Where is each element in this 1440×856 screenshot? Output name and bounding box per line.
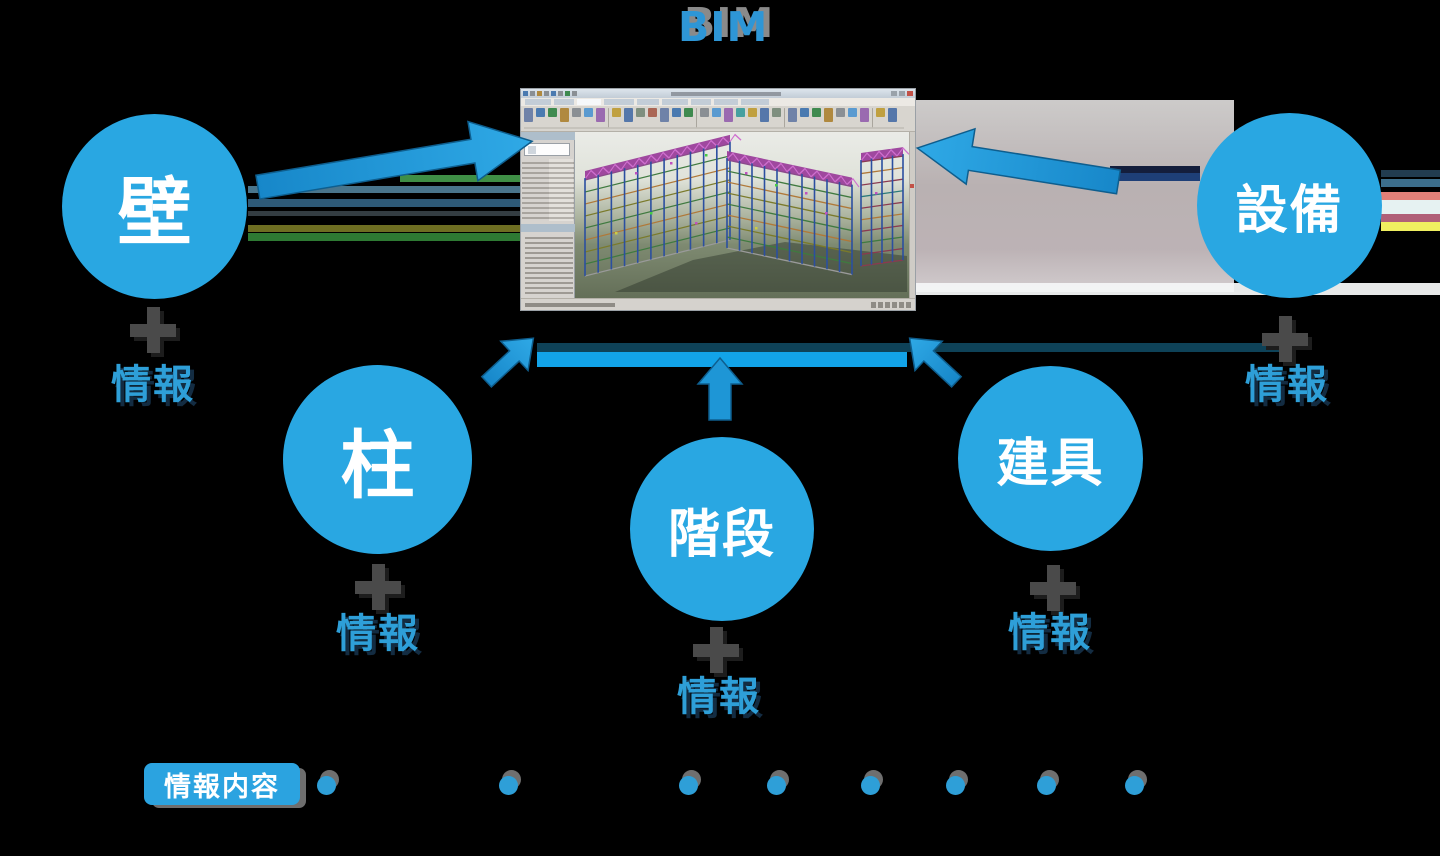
artifact-stripe	[1381, 179, 1440, 187]
artifact-stripe	[248, 225, 520, 232]
scrollbar-red-mark	[910, 184, 914, 188]
arrow-setsubi-to-bim	[915, 127, 1122, 195]
node-circle-kaidan: 階段	[630, 437, 814, 621]
artifact-stripe	[1381, 222, 1440, 231]
artifact-stripe	[1381, 192, 1440, 200]
close-icon	[907, 91, 913, 96]
collector-line-dark	[537, 343, 1283, 352]
artifact-stripe	[248, 211, 520, 216]
artifact-stripe	[248, 186, 520, 193]
plus-sign-tategu	[1030, 565, 1080, 615]
node-label: 設備	[1235, 181, 1344, 241]
artifact-stripe	[1110, 173, 1200, 181]
3d-viewport	[575, 132, 909, 298]
bullet-dot	[1037, 776, 1056, 795]
arrow-kaidan-to-bar	[696, 356, 744, 421]
ribbon-label-strip	[524, 127, 904, 129]
arrow-kabe-to-bim	[255, 120, 534, 200]
node-circle-setsubi: 設備	[1197, 113, 1382, 298]
status-icons	[871, 302, 911, 308]
plus-sign-kabe	[130, 307, 180, 357]
revit-titlebar	[521, 89, 915, 98]
node-label: 建具	[996, 434, 1105, 494]
bullet-dot	[861, 776, 880, 795]
info-label-kaidan: 情報	[677, 674, 761, 720]
bullet-dot	[767, 776, 786, 795]
info-label-kabe: 情報	[111, 362, 195, 408]
ribbon-tab-row	[521, 98, 915, 106]
type-selector-box	[524, 143, 570, 156]
artifact-stripe	[1110, 166, 1200, 173]
arrow-bar-to-bim-left	[480, 337, 535, 389]
ribbon-tool-icons	[524, 108, 912, 128]
model-right-wing	[726, 151, 860, 276]
properties-palette	[521, 132, 575, 300]
family-type-icon	[528, 146, 536, 154]
node-circle-kabe: 壁	[62, 114, 247, 299]
plus-sign-hashira	[355, 564, 405, 614]
ghost-white-band-artifact	[916, 283, 1440, 295]
project-browser-tree	[525, 234, 573, 296]
bullet-dot	[317, 776, 336, 795]
node-circle-tategu: 建具	[958, 366, 1143, 551]
model-left-wing	[584, 133, 742, 277]
plus-sign-kaidan	[693, 627, 743, 677]
quick-access-toolbar-icons	[523, 91, 593, 96]
info-label-hashira: 情報	[336, 611, 420, 657]
window-control-buttons	[887, 91, 913, 96]
info-label-tategu: 情報	[1008, 610, 1092, 656]
node-label: 柱	[340, 423, 415, 509]
info-label-setsubi: 情報	[1245, 362, 1329, 408]
artifact-stripe	[248, 199, 520, 207]
status-text-smudge	[525, 303, 615, 307]
artifact-stripe	[1381, 214, 1440, 222]
ground-shadow	[615, 242, 907, 292]
model-speckles	[615, 154, 878, 235]
artifact-stripe	[1381, 200, 1440, 214]
artifact-stripe	[1381, 170, 1440, 177]
node-label: 壁	[117, 170, 192, 256]
revit-statusbar	[521, 298, 915, 310]
properties-header	[521, 132, 575, 140]
node-circle-hashira: 柱	[283, 365, 472, 554]
node-label: 階段	[667, 504, 776, 565]
revit-window-title-smudge	[671, 92, 781, 96]
bim-model-3d	[584, 133, 909, 292]
bullet-dot	[1125, 776, 1144, 795]
arrow-bar-to-bim-right	[908, 337, 963, 389]
bullet-dot	[679, 776, 698, 795]
artifact-stripe	[248, 233, 520, 241]
bullet-dot	[499, 776, 518, 795]
revit-screenshot-window	[520, 88, 916, 311]
ribbon-toolbar	[521, 106, 915, 132]
page-title: BIM	[678, 3, 769, 51]
legend-badge: 情報内容	[144, 763, 300, 805]
minimize-icon	[891, 91, 897, 96]
bullet-dot	[946, 776, 965, 795]
maximize-icon	[899, 91, 905, 96]
project-browser-header	[521, 224, 575, 232]
model-right-tower	[860, 147, 909, 267]
viewport-scrollbar	[909, 132, 915, 298]
artifact-stripe	[400, 175, 520, 182]
properties-values-column	[549, 159, 573, 221]
plus-sign-setsubi	[1262, 316, 1312, 366]
